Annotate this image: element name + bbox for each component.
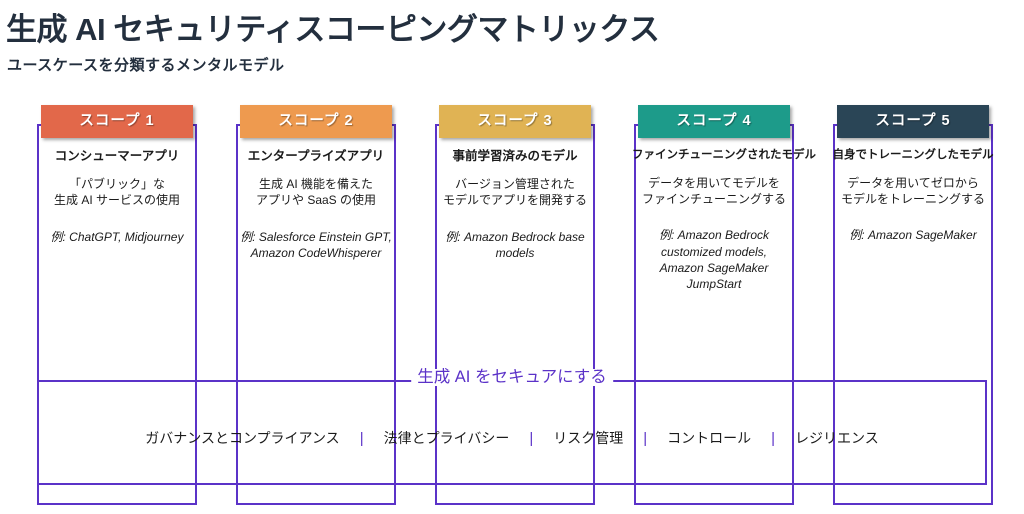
secure-pillar-list: ガバナンスとコンプライアンス | 法律とプライバシー | リスク管理 | コント… [39, 428, 985, 448]
scope-name-5: 自身でトレーニングしたモデル [832, 149, 994, 161]
scope-body-3: 事前学習済みのモデル バージョン管理された モデルでアプリを開発する 例: Am… [431, 148, 599, 261]
scope-badge-3: スコープ 3 [439, 105, 591, 138]
secure-genai-band: 生成 AI をセキュアにする ガバナンスとコンプライアンス | 法律とプライバシ… [37, 369, 987, 485]
pillar-separator: | [643, 429, 648, 447]
pillar-risk-management: リスク管理 [553, 430, 624, 446]
scope-example-5: 例: Amazon SageMaker [849, 228, 977, 243]
scope-column-1: スコープ 1 コンシューマーアプリ 「パブリック」な 生成 AI サービスの使用… [37, 105, 197, 505]
scope-description-4: データを用いてモデルを ファインチューニングする [641, 175, 786, 207]
pillar-separator: | [529, 429, 534, 447]
pillar-governance: ガバナンスとコンプライアンス [145, 430, 340, 446]
scope-badge-4: スコープ 4 [638, 105, 790, 138]
secure-genai-title: 生成 AI をセキュアにする [411, 369, 613, 386]
scope-body-1: コンシューマーアプリ 「パブリック」な 生成 AI サービスの使用 例: Cha… [33, 148, 201, 245]
scope-example-2: 例: Salesforce Einstein GPT, Amazon CodeW… [240, 229, 392, 260]
scope-example-3: 例: Amazon Bedrock base models [445, 229, 585, 260]
scope-column-4: スコープ 4 ファインチューニングされたモデル データを用いてモデルを ファイン… [632, 105, 816, 505]
pillar-resilience: レジリエンス [795, 430, 879, 446]
scope-badge-5: スコープ 5 [837, 105, 989, 138]
scope-column-5: スコープ 5 自身でトレーニングしたモデル データを用いてゼロから モデルをトレ… [833, 105, 994, 505]
scope-badge-2: スコープ 2 [240, 105, 392, 138]
pillar-controls: コントロール [667, 430, 752, 446]
scope-description-2: 生成 AI 機能を備えた アプリや SaaS の使用 [255, 177, 377, 208]
scope-description-3: バージョン管理された モデルでアプリを開発する [442, 177, 587, 208]
scope-badge-1: スコープ 1 [41, 105, 193, 138]
scope-example-4: 例: Amazon Bedrock customized models, Ama… [658, 228, 770, 291]
scope-column-3: スコープ 3 事前学習済みのモデル バージョン管理された モデルでアプリを開発す… [435, 105, 595, 505]
scope-column-2: スコープ 2 エンタープライズアプリ 生成 AI 機能を備えた アプリや Saa… [236, 105, 396, 505]
pillar-separator: | [771, 429, 776, 447]
pillar-separator: | [359, 429, 364, 447]
scope-name-3: 事前学習済みのモデル [452, 149, 578, 163]
scope-description-5: データを用いてゼロから モデルをトレーニングする [840, 175, 985, 207]
scope-example-1: 例: ChatGPT, Midjourney [50, 229, 184, 244]
scope-body-4: ファインチューニングされたモデル データを用いてモデルを ファインチューニングす… [630, 148, 816, 292]
scope-body-2: エンタープライズアプリ 生成 AI 機能を備えた アプリや SaaS の使用 例… [232, 148, 400, 261]
scope-description-1: 「パブリック」な 生成 AI サービスの使用 [53, 177, 180, 208]
page-title: 生成 AI セキュリティスコーピングマトリックス [6, 12, 660, 47]
page-subtitle: ユースケースを分類するメンタルモデル [7, 57, 285, 74]
scope-name-4: ファインチューニングされたモデル [632, 149, 816, 161]
scope-name-2: エンタープライズアプリ [247, 149, 385, 163]
scope-name-1: コンシューマーアプリ [54, 149, 180, 163]
scope-body-5: 自身でトレーニングしたモデル データを用いてゼロから モデルをトレーニングする … [829, 148, 997, 244]
pillar-legal-privacy: 法律とプライバシー [383, 430, 510, 446]
